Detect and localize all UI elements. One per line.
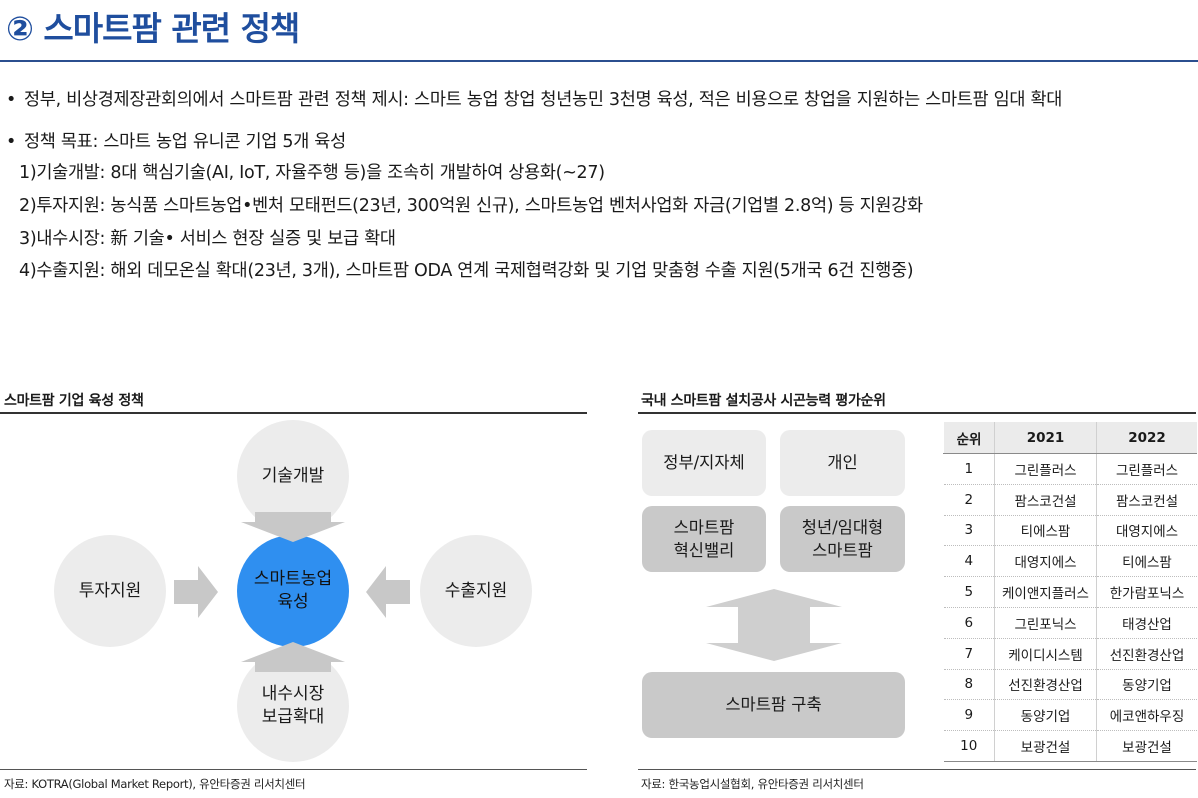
circle-label: 투자지원 bbox=[78, 580, 142, 601]
circle-label: 수출지원 bbox=[444, 580, 508, 601]
cell-2021: 티에스팜 bbox=[994, 515, 1097, 547]
left-source-note: 자료: KOTRA(Global Market Report), 유안타증권 리… bbox=[4, 777, 306, 791]
box-individual: 개인 bbox=[780, 430, 905, 496]
header-2022: 2022 bbox=[1096, 422, 1197, 454]
cell-2022: 에코앤하우징 bbox=[1096, 699, 1197, 732]
arrow-left-icon bbox=[366, 566, 410, 618]
arrow-right-icon bbox=[174, 566, 218, 618]
cell-2022: 팜스코컨설 bbox=[1096, 484, 1197, 516]
cell-2022: 티에스팜 bbox=[1096, 545, 1197, 578]
cell-2022: 태경산업 bbox=[1096, 607, 1197, 639]
box-smartfarm-build: 스마트팜 구축 bbox=[642, 672, 905, 738]
bullet-policy-summary: • 정부, 비상경제장관회의에서 스마트팜 관련 정책 제시: 스마트 농업 창업… bbox=[6, 86, 1062, 111]
header-2021: 2021 bbox=[994, 422, 1097, 454]
arrow-down-icon bbox=[241, 512, 345, 542]
bullet-dot-icon: • bbox=[6, 90, 17, 110]
right-section-rule bbox=[638, 412, 1196, 414]
sub-item-export: 4)수출지원: 해외 데모온실 확대(23년, 3개), 스마트팜 ODA 연계… bbox=[19, 261, 914, 281]
left-section-bottom-rule bbox=[0, 769, 587, 770]
circle-label: 내수시장 보급확대 bbox=[261, 684, 325, 727]
cell-rank: 8 bbox=[943, 669, 995, 701]
right-section-title: 국내 스마트팜 설치공사 시곤능력 평가순위 bbox=[641, 393, 886, 409]
cell-rank: 5 bbox=[943, 576, 995, 608]
left-section-rule bbox=[0, 412, 587, 414]
box-label: 개인 bbox=[827, 453, 858, 473]
arrow-up-icon bbox=[241, 642, 345, 672]
cell-2021: 팜스코건설 bbox=[994, 484, 1097, 516]
circle-smart-agriculture: 스마트농업 육성 bbox=[237, 535, 349, 647]
cell-2022: 동양기업 bbox=[1096, 669, 1197, 701]
cell-rank: 1 bbox=[943, 453, 995, 485]
bullet-policy-goal: • 정책 목표: 스마트 농업 유니콘 기업 5개 육성 bbox=[6, 128, 346, 153]
sub-item-tech: 1)기술개발: 8대 핵심기술(AI, IoT, 자율주행 등)을 조속히 개발… bbox=[19, 163, 605, 183]
cell-2022: 그린플러스 bbox=[1096, 453, 1197, 485]
cell-rank: 9 bbox=[943, 699, 995, 732]
cell-2022: 보광건설 bbox=[1096, 730, 1197, 762]
box-label: 스마트팜 구축 bbox=[725, 695, 822, 715]
page-title: ② 스마트팜 관련 정책 bbox=[6, 9, 300, 48]
double-arrow-icon bbox=[706, 589, 842, 661]
cell-2022: 대영지에스 bbox=[1096, 515, 1197, 547]
right-source-note: 자료: 한국농업시설협회, 유안타증권 리서치센터 bbox=[641, 777, 864, 791]
circle-export-support: 수출지원 bbox=[420, 535, 532, 647]
cell-2021: 케이앤지플러스 bbox=[994, 576, 1097, 608]
box-innovation-valley: 스마트팜 혁신밸리 bbox=[642, 506, 766, 572]
circle-label: 기술개발 bbox=[261, 465, 325, 486]
box-label: 스마트팜 혁신밸리 bbox=[673, 517, 735, 560]
cell-2022: 선진환경산업 bbox=[1096, 638, 1197, 670]
cell-rank: 3 bbox=[943, 515, 995, 547]
cell-2021: 케이디시스템 bbox=[994, 638, 1097, 670]
sub-item-domestic: 3)내수시장: 新 기술• 서비스 현장 실증 및 보급 확대 bbox=[19, 229, 396, 249]
cell-rank: 10 bbox=[943, 730, 995, 762]
cell-2021: 보광건설 bbox=[994, 730, 1097, 762]
bullet-text: 정책 목표: 스마트 농업 유니콘 기업 5개 육성 bbox=[24, 132, 346, 152]
cell-rank: 4 bbox=[943, 545, 995, 578]
circle-investment-support: 투자지원 bbox=[54, 535, 166, 647]
cell-2022: 한가람포닉스 bbox=[1096, 576, 1197, 608]
header-rank: 순위 bbox=[943, 422, 995, 454]
cell-2021: 동양기업 bbox=[994, 699, 1097, 732]
sub-item-investment: 2)투자지원: 농식품 스마트농업•벤처 모태펀드(23년, 300억원 신규)… bbox=[19, 196, 923, 216]
bullet-text: 정부, 비상경제장관회의에서 스마트팜 관련 정책 제시: 스마트 농업 창업 … bbox=[24, 90, 1063, 110]
bullet-dot-icon: • bbox=[6, 132, 17, 152]
cell-rank: 6 bbox=[943, 607, 995, 639]
circle-label: 스마트농업 육성 bbox=[253, 569, 333, 612]
cell-2021: 그린포닉스 bbox=[994, 607, 1097, 639]
cell-2021: 그린플러스 bbox=[994, 453, 1097, 485]
box-label: 정부/지자체 bbox=[663, 453, 745, 473]
box-label: 청년/임대형 스마트팜 bbox=[801, 517, 884, 560]
box-youth-rental-smartfarm: 청년/임대형 스마트팜 bbox=[780, 506, 905, 572]
cell-2021: 선진환경산업 bbox=[994, 669, 1097, 701]
table-header-row: 순위 2021 2022 bbox=[943, 422, 1197, 454]
cell-2021: 대영지에스 bbox=[994, 545, 1097, 578]
title-divider bbox=[0, 60, 1198, 62]
cell-rank: 7 bbox=[943, 638, 995, 670]
cell-rank: 2 bbox=[943, 484, 995, 516]
box-government: 정부/지자체 bbox=[642, 430, 766, 496]
left-section-title: 스마트팜 기업 육성 정책 bbox=[4, 393, 144, 409]
right-section-bottom-rule bbox=[638, 769, 1196, 770]
